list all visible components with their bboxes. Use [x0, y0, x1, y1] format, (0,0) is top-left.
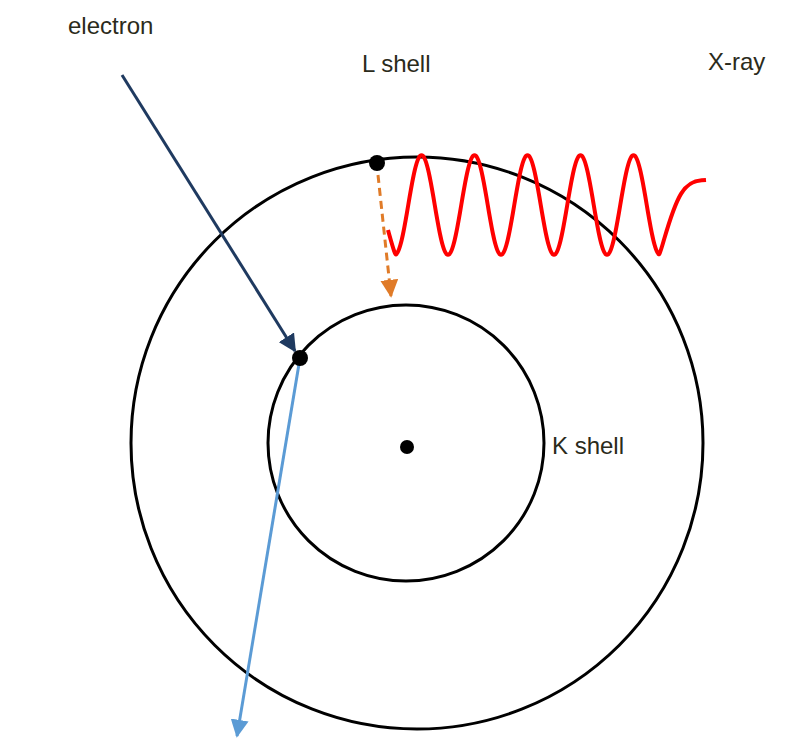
k-shell-orbit	[268, 305, 544, 581]
part-label: L shell	[362, 50, 430, 78]
x-ray-wave	[388, 155, 706, 255]
part-label: K shell	[552, 432, 624, 460]
l-shell-orbit	[131, 157, 703, 729]
nucleus	[400, 440, 414, 454]
part-label: X-ray	[708, 48, 765, 76]
incident-electron-arrow	[122, 75, 295, 351]
ejected-electron-arrow	[237, 358, 300, 736]
part-label: electron	[68, 12, 153, 40]
k-electron	[292, 350, 308, 366]
l-electron	[369, 155, 385, 171]
